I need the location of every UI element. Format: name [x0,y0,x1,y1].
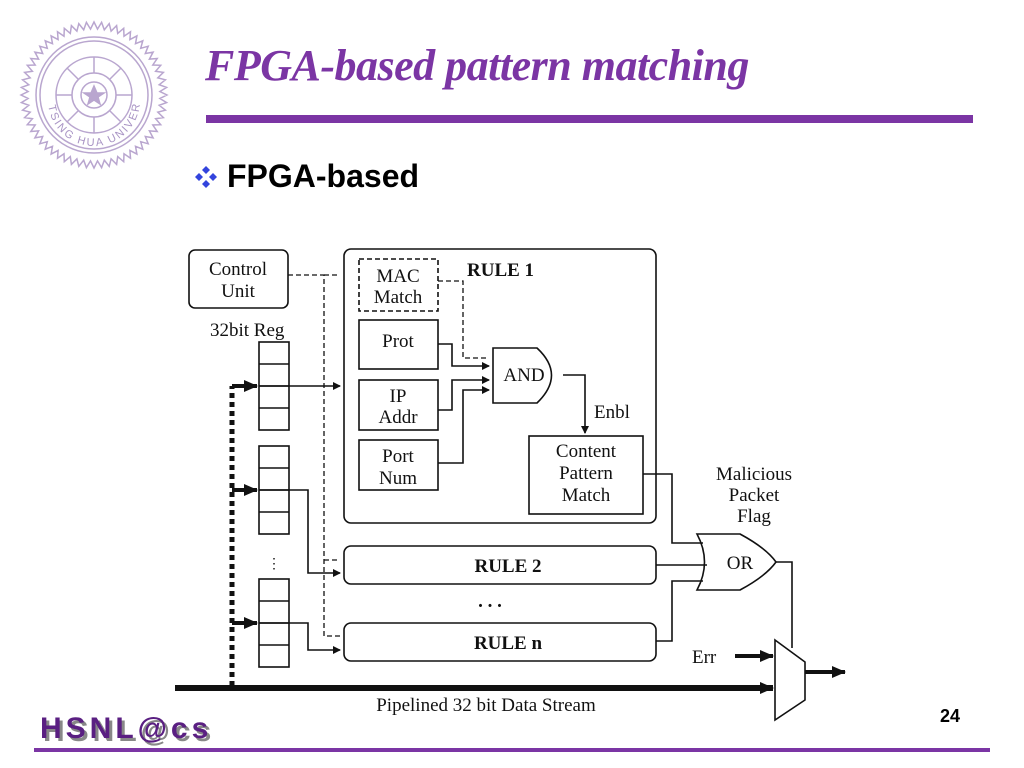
rule-n-label: RULE n [474,633,543,654]
diamond-bullet-icon [195,165,217,188]
and-gate [492,347,553,404]
malicious-flag-label: Packet [729,485,780,506]
data-stream-label: Pipelined 32 bit Data Stream [376,695,596,716]
and-gate-label: AND [503,365,544,386]
page-number: 24 [940,706,961,726]
mac-match-box [358,258,439,312]
control-unit-box [188,249,289,309]
content-match-label: Content [556,441,617,462]
content-match-box [528,435,644,515]
title-divider [206,115,973,123]
multiplexer [774,638,806,722]
rule2-label: RULE 2 [474,556,541,577]
port-num-label: Num [379,468,417,489]
control-unit-label: Control [209,259,267,280]
hsnl-logo: HSNL@cs [40,712,213,745]
mac-match-label: MAC [376,266,419,287]
slide-title: FPGA-based pattern matching [205,41,749,90]
rules-ellipsis: . . . [478,591,502,612]
err-label: Err [692,647,717,668]
ip-addr-label: IP [390,386,407,407]
bullet-item: FPGA-based [193,158,419,195]
university-seal-logo: TSING HUA UNIVERSITY [18,20,169,170]
malicious-flag-label: Flag [737,506,771,527]
content-match-label: Match [562,485,611,506]
or-gate-label: OR [727,553,754,574]
seal-icon [19,20,169,170]
control-unit-label: Unit [221,281,256,302]
prot-label: Prot [382,331,414,352]
register-label: 32bit Reg [210,320,285,341]
port-num-label: Port [382,446,414,467]
rule1-title: RULE 1 [467,260,534,281]
ip-addr-box [358,379,439,431]
enable-label: Enbl [594,402,630,423]
bullet-text: FPGA-based [227,158,420,194]
rule1-box [343,248,657,524]
footer-divider [34,748,990,752]
mac-match-label: Match [374,287,423,308]
ip-addr-label: Addr [378,407,418,428]
port-num-box [358,439,439,491]
malicious-flag-label: Malicious [716,464,792,485]
rule-n-box [343,622,657,662]
content-match-label: Pattern [559,463,613,484]
control-signal-lines [288,274,489,637]
register-ellipsis: ⋮ [267,557,281,572]
